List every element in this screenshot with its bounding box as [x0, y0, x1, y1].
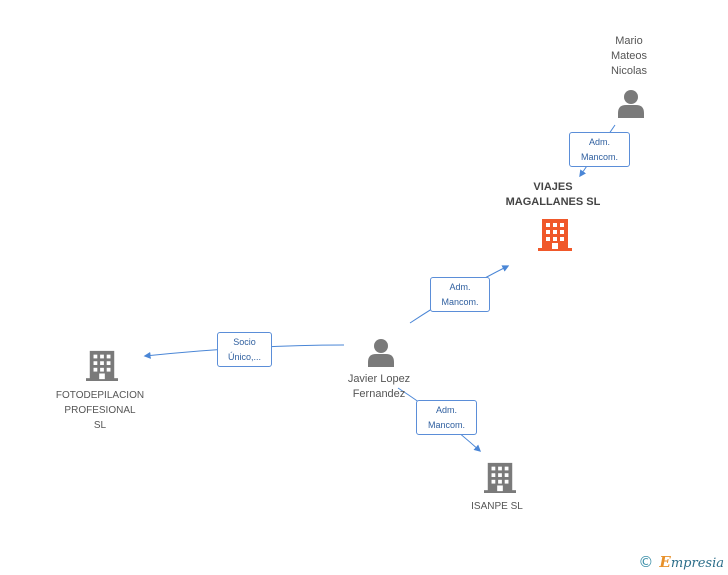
node-label-line: Mario — [615, 35, 643, 47]
person-icon[interactable] — [367, 337, 395, 367]
edge-badge-line: Adm. — [449, 282, 471, 292]
node-label-fotodepilacion[interactable]: FOTODEPILACION PROFESIONAL SL — [45, 388, 155, 433]
building-icon[interactable] — [484, 460, 516, 494]
edge-badge-javier-fotodepilacion[interactable]: Socio Único,... — [217, 332, 272, 367]
edge-badge-javier-viajes[interactable]: Adm. Mancom. — [430, 277, 490, 312]
node-label-isanpe[interactable]: ISANPE SL — [457, 499, 537, 514]
node-label-line: SL — [93, 420, 107, 431]
node-label-mario[interactable]: Mario Mateos Nicolas — [589, 34, 669, 79]
edge-badge-line: Único,... — [227, 352, 261, 362]
building-icon-highlight[interactable] — [538, 217, 572, 251]
edge-badge-line: Adm. — [435, 405, 457, 415]
copyright-icon: © — [638, 553, 654, 571]
node-label-viajes[interactable]: VIAJES MAGALLANES SL — [493, 180, 613, 210]
node-label-javier[interactable]: Javier Lopez Fernandez — [329, 372, 429, 402]
edge-badge-mario-viajes[interactable]: Adm. Mancom. — [569, 132, 630, 167]
node-label-line: Mateos — [610, 50, 648, 62]
footer-brand: © Empresia — [638, 553, 724, 571]
node-label-line: ISANPE SL — [471, 501, 523, 512]
node-label-line: Javier Lopez — [347, 373, 411, 385]
brand-rest: mpresia — [670, 556, 724, 571]
edge-badge-line: Mancom. — [580, 152, 618, 162]
node-label-line: PROFESIONAL — [64, 405, 136, 416]
node-label-line: VIAJES — [533, 181, 573, 193]
node-label-line: MAGALLANES SL — [505, 196, 601, 208]
edge-badge-line: Mancom. — [427, 420, 465, 430]
node-label-line: Fernandez — [352, 388, 406, 400]
edge-badge-line: Mancom. — [441, 297, 479, 307]
node-label-line: Nicolas — [610, 65, 648, 77]
edge-badge-javier-isanpe[interactable]: Adm. Mancom. — [416, 400, 477, 435]
building-icon[interactable] — [86, 348, 118, 382]
brand-logo: Empresia — [659, 553, 724, 571]
edge-badge-line: Adm. — [588, 137, 610, 147]
node-label-line: FOTODEPILACION — [55, 390, 145, 401]
brand-initial: E — [659, 553, 671, 571]
edge-badge-line: Socio — [233, 337, 256, 347]
person-icon[interactable] — [617, 88, 645, 118]
